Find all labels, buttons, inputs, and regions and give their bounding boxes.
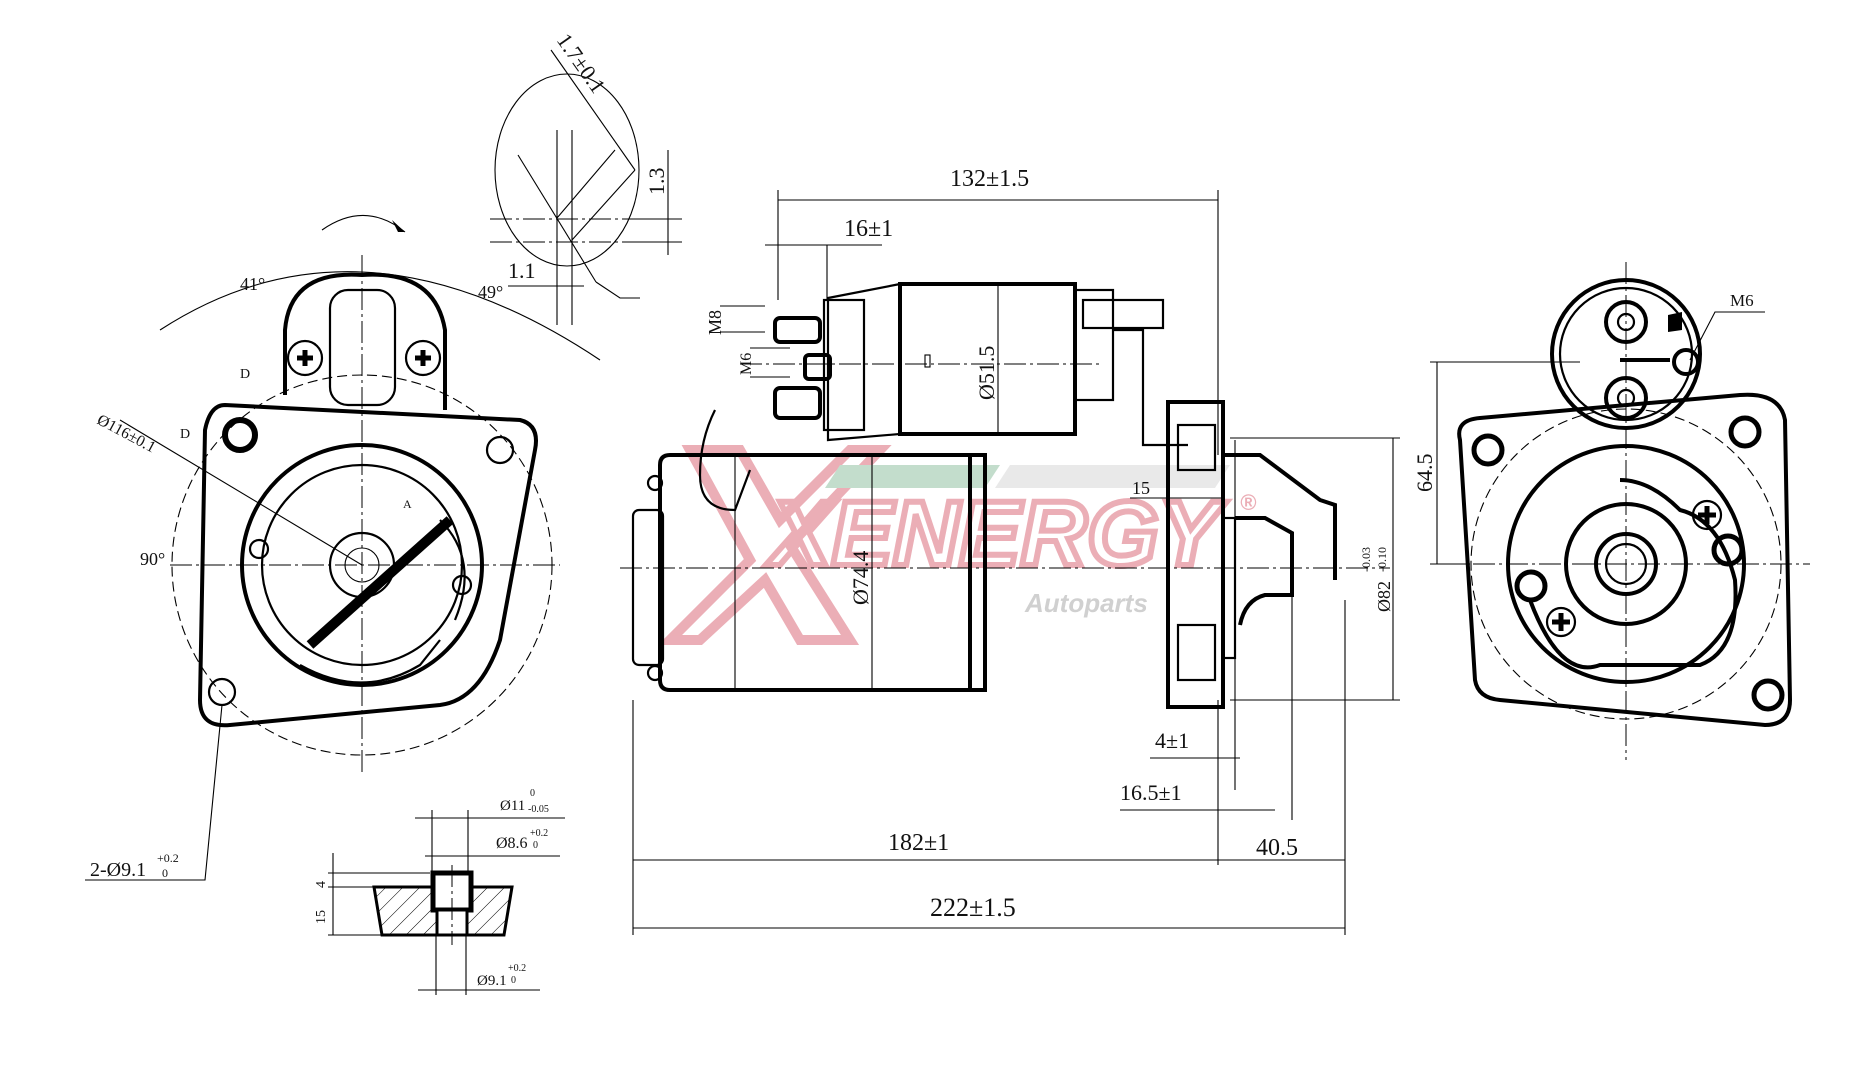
front-view: 41° 49° 90° D D A Ø116±0.1 (85, 214, 601, 881)
rear-dim-64-5: 64.5 (1412, 454, 1437, 493)
watermark-subtitle: Autoparts (1024, 588, 1148, 618)
outer-tol-lower: -0.05 (528, 804, 549, 815)
thread-m8: M8 (705, 310, 725, 335)
motor-body (658, 453, 987, 692)
angle-left-label: 41° (240, 274, 265, 294)
bottom-tol-lower: 0 (511, 975, 516, 986)
tooth-vertical-dim: 1.3 (644, 168, 669, 196)
screw-icon (1545, 606, 1577, 638)
angle-side-label: 90° (140, 549, 165, 569)
pilot-tol-lower: -0.10 (1375, 547, 1389, 572)
terminal-m6 (803, 353, 832, 381)
rear-flange (1457, 392, 1793, 728)
terminal-m8 (773, 316, 822, 344)
rotation-arrow-icon (321, 214, 406, 233)
bottom-tol-upper: +0.2 (508, 963, 526, 974)
mounting-hole-d (222, 417, 258, 453)
holes-tol-lower: 0 (162, 866, 168, 880)
label-d-left: D (180, 427, 190, 442)
tooth-horizontal-dim: 1.1 (508, 258, 536, 283)
outer-tol-upper: 0 (530, 788, 535, 799)
pilot-dia: Ø82 (1374, 581, 1394, 612)
holes-tol-upper: +0.2 (157, 851, 179, 865)
mounting-flange (197, 402, 538, 728)
mounting-hole (207, 677, 237, 707)
watermark-green-bar (825, 465, 1000, 488)
tooth-detail-circle (494, 73, 640, 267)
screw-icon (286, 339, 324, 377)
cable-loop (698, 409, 752, 512)
watermark-grey-bar (995, 465, 1230, 488)
dim-16: 16±1 (844, 216, 893, 242)
height-body-dim: 15 (314, 910, 329, 924)
body-dia: Ø74.4 (848, 551, 873, 605)
height-top-dim: 4 (314, 881, 329, 888)
dim-222: 222±1.5 (930, 893, 1016, 922)
mid-tol-lower: 0 (533, 840, 538, 851)
label-a: A (403, 497, 412, 511)
rear-thread-m6: M6 (1730, 291, 1754, 310)
rear-view: M6 64.5 (1412, 262, 1810, 760)
pinion-tooth-detail: 1.7±0.1 1.3 1.1 (490, 29, 682, 325)
bottom-dia-dim: Ø9.1 (477, 973, 507, 989)
label-d-top: D (240, 367, 250, 382)
pilot-tol-upper: -0.03 (1359, 547, 1373, 572)
dim-16-5: 16.5±1 (1120, 780, 1182, 805)
solenoid-dia: Ø51.5 (974, 346, 999, 400)
angle-right-label: 49° (478, 282, 503, 302)
mid-dia-dim: Ø8.6 (496, 835, 528, 852)
holes-dim: 2-Ø9.1 (90, 859, 146, 881)
side-view: 132±1.5 16±1 M8 M6 Ø51.5 Ø74.4 15 Ø82 -0… (620, 166, 1400, 935)
dim-4: 4±1 (1155, 728, 1189, 753)
outer-dia-dim: Ø11 (500, 798, 525, 814)
screw-icon (404, 339, 442, 377)
dim-15: 15 (1132, 478, 1150, 498)
watermark-x-icon (657, 445, 892, 645)
watermark-registered: ® (1240, 490, 1257, 515)
dim-40-5: 40.5 (1256, 835, 1298, 861)
thread-m6: M6 (738, 353, 755, 375)
bolt-circle-dim: Ø116±0.1 (94, 412, 158, 457)
mounting-hole-section: Ø11 0 -0.05 Ø8.6 +0.2 0 Ø9.1 +0.2 0 4 15 (314, 788, 565, 995)
screw-icon (1691, 499, 1723, 531)
dim-182: 182±1 (888, 830, 949, 856)
dim-132: 132±1.5 (950, 166, 1029, 192)
mid-tol-upper: +0.2 (530, 828, 548, 839)
